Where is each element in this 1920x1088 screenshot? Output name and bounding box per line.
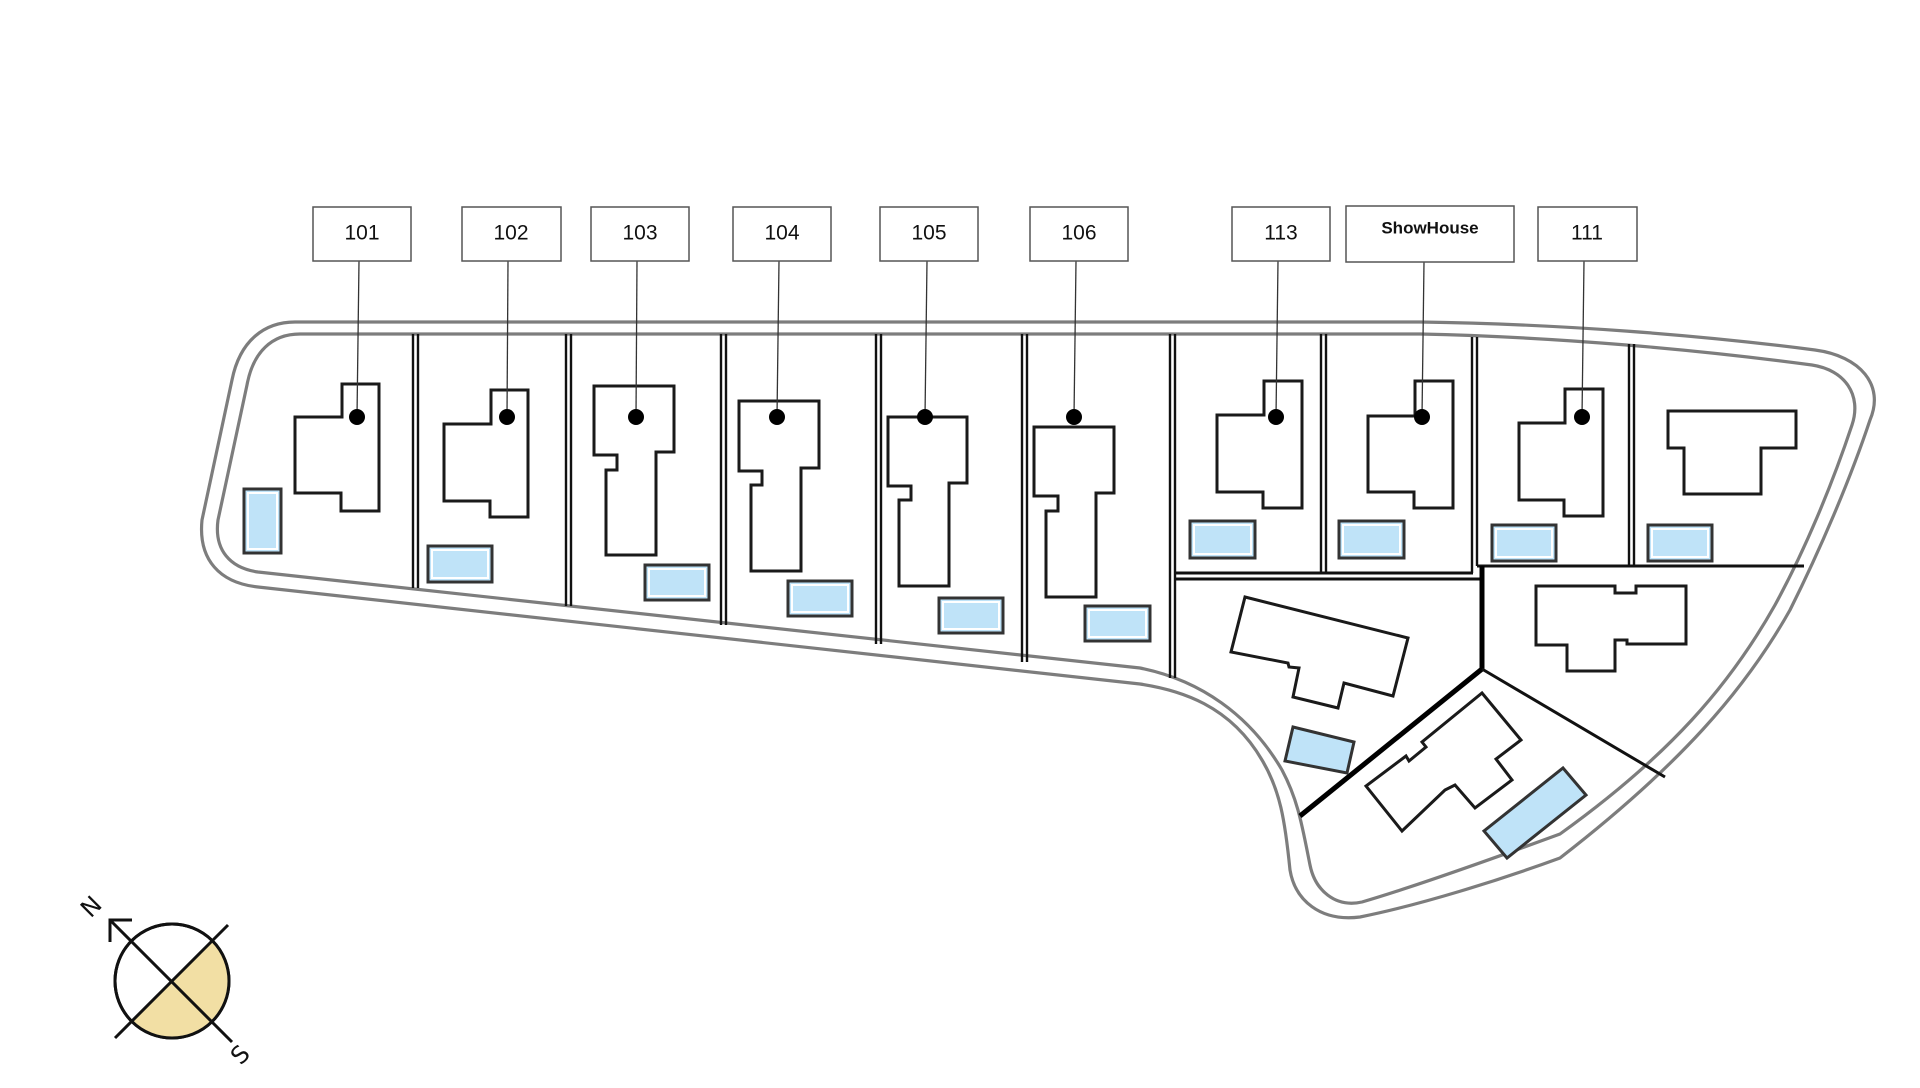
pool-105 bbox=[937, 596, 1005, 635]
pool-107 bbox=[1481, 765, 1589, 861]
plot-label-105[interactable]: 105 bbox=[879, 206, 979, 262]
pool-showhouse bbox=[1337, 519, 1406, 560]
marker-dot-102 bbox=[499, 409, 515, 425]
house-showhouse[interactable] bbox=[1366, 379, 1455, 510]
pools bbox=[242, 487, 1714, 861]
compass-circle-outline bbox=[113, 922, 231, 1040]
plot-label-text: 103 bbox=[622, 222, 657, 245]
compass-south-label: S bbox=[225, 1040, 256, 1071]
leaders bbox=[349, 260, 1590, 425]
perimeter-road bbox=[199, 320, 1876, 920]
leader-101 bbox=[356, 260, 360, 418]
pool-110 bbox=[1646, 523, 1714, 563]
marker-dot-106 bbox=[1066, 409, 1082, 425]
leader-111 bbox=[1581, 260, 1585, 418]
plot-label-103[interactable]: 103 bbox=[590, 206, 690, 262]
leader-113 bbox=[1275, 260, 1279, 418]
pool-103 bbox=[643, 563, 711, 602]
house-113[interactable] bbox=[1215, 379, 1304, 510]
house-104[interactable] bbox=[737, 399, 821, 573]
divider-105-106 bbox=[1020, 334, 1029, 662]
leader-105 bbox=[924, 260, 928, 418]
compass-rose: N S bbox=[75, 890, 256, 1070]
house-106[interactable] bbox=[1032, 425, 1116, 599]
plot-label-101[interactable]: 101 bbox=[312, 206, 412, 262]
north-arrow-head-icon bbox=[108, 918, 132, 942]
divider-showhouse-111 bbox=[1470, 337, 1479, 573]
pool-108 bbox=[1283, 725, 1356, 775]
plot-label-text: 102 bbox=[493, 222, 528, 245]
pool-101 bbox=[242, 487, 283, 555]
house-108[interactable] bbox=[1229, 595, 1410, 710]
house-107[interactable] bbox=[1363, 690, 1524, 834]
leader-106 bbox=[1073, 260, 1077, 418]
marker-dot-105 bbox=[917, 409, 933, 425]
plot-label-text: 113 bbox=[1264, 222, 1297, 245]
pool-104 bbox=[786, 579, 854, 618]
house-109[interactable] bbox=[1534, 584, 1688, 673]
houses bbox=[293, 379, 1798, 834]
marker-dot-showhouse bbox=[1414, 409, 1430, 425]
divider-113-showhouse bbox=[1319, 334, 1328, 573]
divider-111-end bbox=[1627, 344, 1636, 566]
house-101[interactable] bbox=[293, 382, 381, 513]
plot-label-showhouse[interactable]: ShowHouse bbox=[1345, 205, 1515, 263]
plot-label-text: 106 bbox=[1061, 222, 1096, 245]
pool-102 bbox=[426, 544, 494, 584]
divider-103-104 bbox=[719, 334, 728, 625]
pool-111 bbox=[1490, 523, 1558, 563]
marker-dot-111 bbox=[1574, 409, 1590, 425]
plot-label-text: 105 bbox=[911, 222, 946, 245]
plot-label-111[interactable]: 111 bbox=[1537, 206, 1638, 262]
divider-102-103 bbox=[564, 334, 573, 606]
marker-dot-103 bbox=[628, 409, 644, 425]
lot-line-diagonal-thick bbox=[1298, 667, 1484, 818]
divider-104-105 bbox=[874, 334, 883, 644]
plot-label-text: 104 bbox=[764, 222, 799, 245]
house-105[interactable] bbox=[886, 415, 969, 588]
plot-label-104[interactable]: 104 bbox=[732, 206, 832, 262]
plot-label-113[interactable]: 113 bbox=[1231, 206, 1331, 262]
house-103[interactable] bbox=[592, 384, 676, 557]
leader-103 bbox=[635, 260, 638, 418]
house-111[interactable] bbox=[1517, 387, 1605, 518]
lot-dividers bbox=[411, 334, 1804, 818]
pool-106 bbox=[1083, 604, 1152, 643]
leader-showhouse bbox=[1421, 261, 1425, 418]
plot-label-106[interactable]: 106 bbox=[1029, 206, 1129, 262]
marker-dot-113 bbox=[1268, 409, 1284, 425]
house-110[interactable] bbox=[1666, 409, 1798, 496]
plot-labels: 101 102 103 104 105 106 113 ShowHouse bbox=[312, 205, 1638, 263]
road-inner-edge bbox=[215, 332, 1857, 905]
plot-label-102[interactable]: 102 bbox=[461, 206, 562, 262]
divider-106-113 bbox=[1168, 334, 1177, 678]
plot-label-text: 101 bbox=[344, 222, 379, 245]
lot-line-diagonal-thin bbox=[1481, 667, 1666, 779]
house-102[interactable] bbox=[442, 388, 530, 519]
marker-dot-101 bbox=[349, 409, 365, 425]
compass-north-south-arrow bbox=[108, 918, 234, 1044]
leader-102 bbox=[506, 260, 509, 418]
plot-label-text: ShowHouse bbox=[1381, 218, 1478, 237]
compass-north-label: N bbox=[75, 890, 107, 922]
plot-label-text: 111 bbox=[1571, 222, 1603, 245]
divider-101-102 bbox=[411, 334, 420, 588]
leader-104 bbox=[776, 260, 780, 418]
road-outer-edge bbox=[199, 320, 1876, 920]
marker-dot-104 bbox=[769, 409, 785, 425]
pool-113 bbox=[1188, 519, 1257, 560]
